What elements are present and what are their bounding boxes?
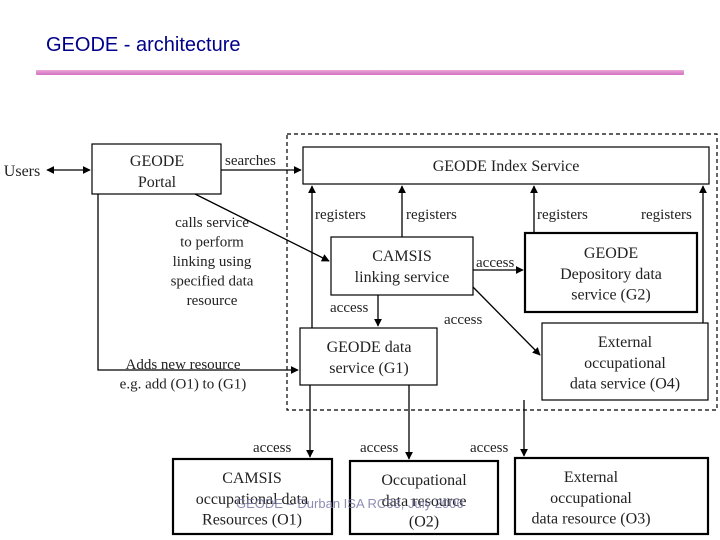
label-line: searches	[225, 153, 276, 169]
label-line: GEODE	[130, 153, 184, 170]
label-line: data service (O4)	[570, 376, 680, 393]
label-line: occupational data	[196, 491, 308, 508]
label-line: Resources (O1)	[202, 512, 302, 529]
label-line: registers	[641, 207, 692, 223]
label-line: Depository data	[560, 266, 662, 283]
label-line: specified data	[171, 274, 254, 290]
label-line: service (G2)	[571, 287, 651, 304]
depository-box	[523, 231, 699, 314]
camsis-linking-label: CAMSIS linking service	[355, 248, 450, 286]
external-service-label: External occupational data service (O4)	[570, 334, 680, 393]
portal-label: GEODE Portal	[130, 153, 184, 191]
label-line: access	[470, 440, 508, 456]
registers-label-4: registers	[641, 207, 692, 223]
access-label-depository: access	[476, 255, 514, 271]
label-line: e.g. add (O1) to (G1)	[120, 377, 247, 393]
label-line: occupational	[584, 355, 666, 372]
calls-service-label: calls service to perform linking using spec…	[171, 215, 254, 309]
registers-label-2: registers	[406, 207, 457, 223]
access-label-g1: access	[330, 300, 368, 316]
camsis-linking-box	[330, 236, 474, 296]
label-line: to perform	[180, 235, 244, 251]
label-line: resource	[187, 293, 238, 309]
label-line: data resource	[382, 493, 467, 510]
label-line: data resource (O3)	[531, 511, 650, 528]
label-line: Occupational	[381, 472, 467, 489]
label-line: registers	[406, 207, 457, 223]
registers-label-3: registers	[537, 207, 588, 223]
external-service-box	[541, 322, 709, 401]
access-label-o2: access	[360, 440, 398, 456]
index-service-label: GEODE Index Service	[433, 158, 580, 175]
label-line: access	[330, 300, 368, 316]
portal-box	[91, 143, 222, 195]
title-underline	[36, 70, 684, 75]
geode-data-service-label: GEODE data service (G1)	[327, 339, 412, 377]
external-resource-label: External occupational data resource (O3)	[531, 469, 650, 528]
label-line: CAMSIS	[372, 248, 432, 265]
label-line: GEODE	[584, 245, 638, 262]
label-line: Portal	[138, 174, 177, 191]
access-label-o3: access	[470, 440, 508, 456]
label-line: (O2)	[409, 514, 439, 531]
label-line: registers	[537, 207, 588, 223]
label-line: CAMSIS	[222, 470, 282, 487]
label-line: access	[444, 312, 482, 328]
slide-footer: GEODE – Durban ISA RC33, July 2006	[236, 496, 464, 511]
occ-resource-box	[348, 459, 500, 536]
label-line: service (G1)	[329, 360, 409, 377]
access-label-o1: access	[253, 440, 291, 456]
camsis-external-access-arrow	[472, 286, 541, 356]
label-line: Adds new resource	[126, 357, 241, 373]
camsis-resources-box	[171, 457, 334, 536]
slide-title: GEODE - architecture	[46, 34, 241, 56]
label-line: access	[476, 255, 514, 271]
label-line: calls service	[175, 215, 249, 231]
external-resource-box	[513, 456, 710, 536]
label-line: access	[360, 440, 398, 456]
label-line: External	[598, 334, 653, 351]
depository-label: GEODE Depository data service (G2)	[560, 245, 662, 304]
label-line: Users	[4, 163, 40, 180]
registers-label-1: registers	[315, 207, 366, 223]
label-line: linking using	[173, 254, 252, 270]
label-line: GEODE Index Service	[433, 158, 580, 175]
adds-resource-line	[97, 194, 299, 374]
label-line: linking service	[355, 269, 450, 286]
label-line: occupational	[550, 490, 632, 507]
label-line: access	[253, 440, 291, 456]
calls-service-arrow	[194, 193, 330, 262]
occ-resource-label: Occupational data resource (O2)	[381, 472, 467, 531]
label-line: registers	[315, 207, 366, 223]
index-service-box	[302, 146, 710, 185]
adds-resource-label: Adds new resource e.g. add (O1) to (G1)	[120, 357, 247, 393]
geode-data-service-box	[299, 327, 438, 386]
label-line: External	[564, 469, 619, 486]
geode-system-boundary	[286, 133, 718, 411]
users-label: Users	[4, 163, 40, 180]
access-label-external: access	[444, 312, 482, 328]
label-line: GEODE data	[327, 339, 412, 356]
searches-label: searches	[225, 153, 276, 169]
